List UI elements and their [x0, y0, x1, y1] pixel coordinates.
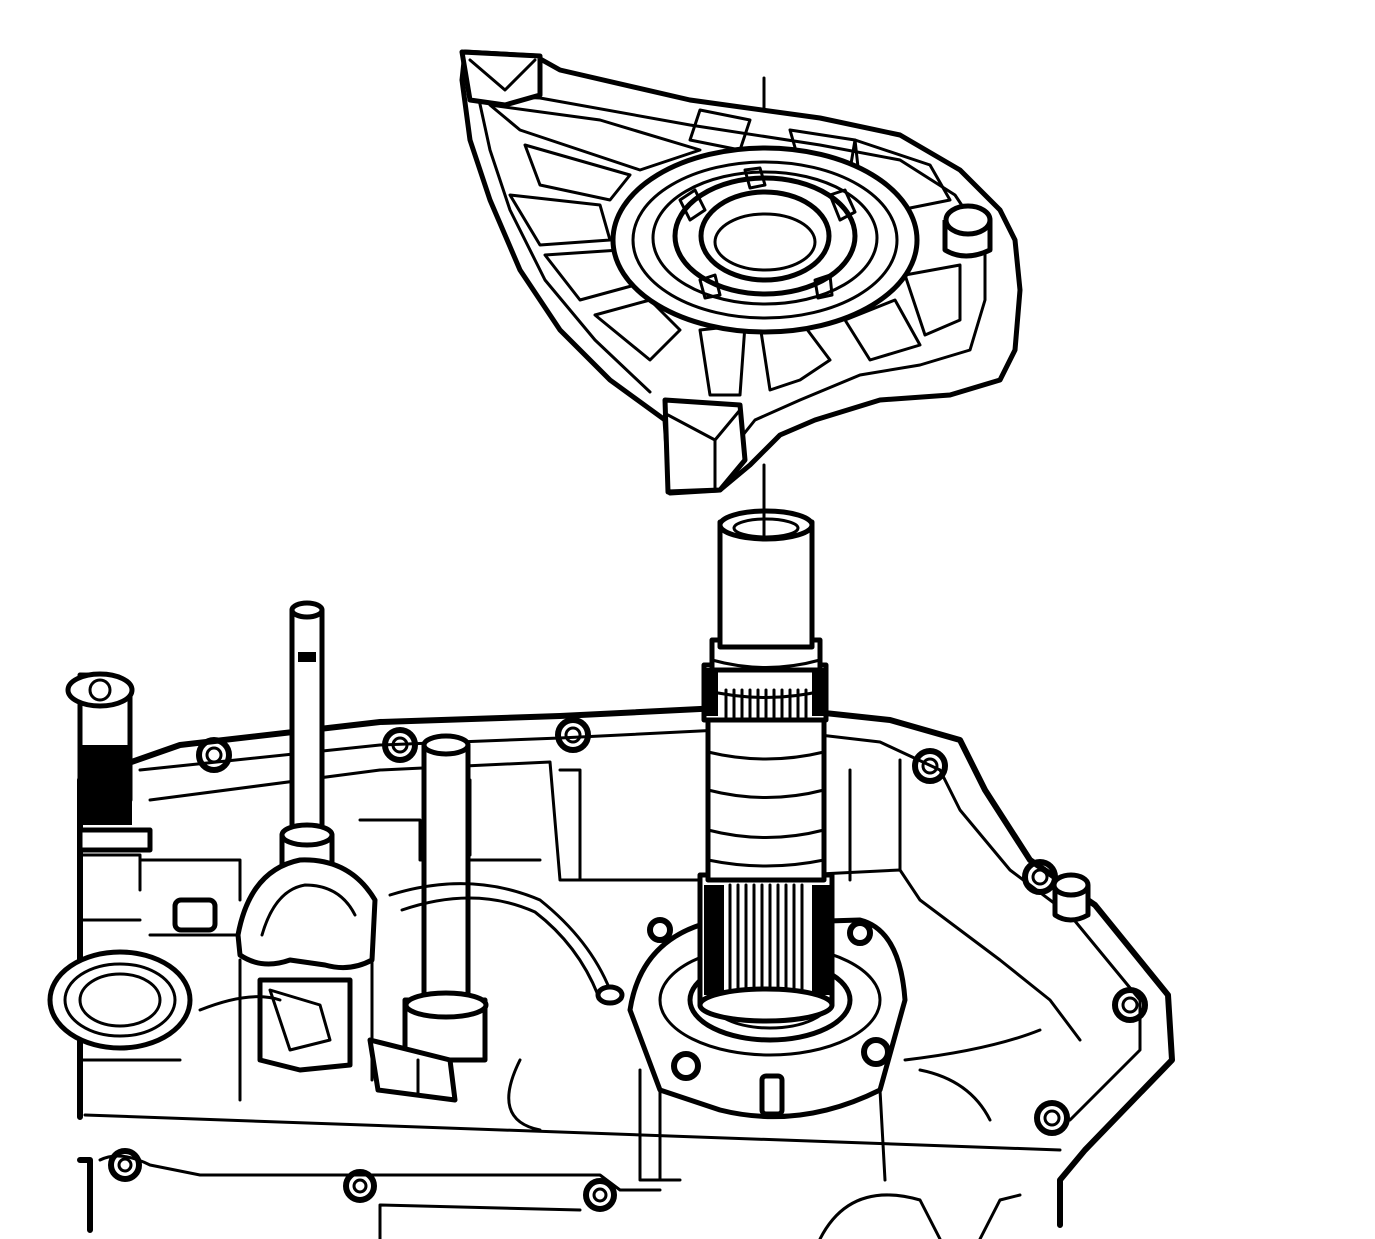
plate-bearing: [610, 145, 920, 335]
lower-splines: [704, 883, 830, 997]
bearing-retainer-plate: [459, 49, 1023, 496]
countershaft-left: [47, 671, 242, 1062]
shift-rail-1: [235, 600, 378, 1102]
case-bolt-holes: [196, 717, 1148, 1136]
upper-splines: [702, 668, 828, 720]
output-shaft: [697, 508, 835, 1024]
shift-rail-2: [367, 733, 489, 1103]
transmission-case: [47, 600, 1175, 1239]
